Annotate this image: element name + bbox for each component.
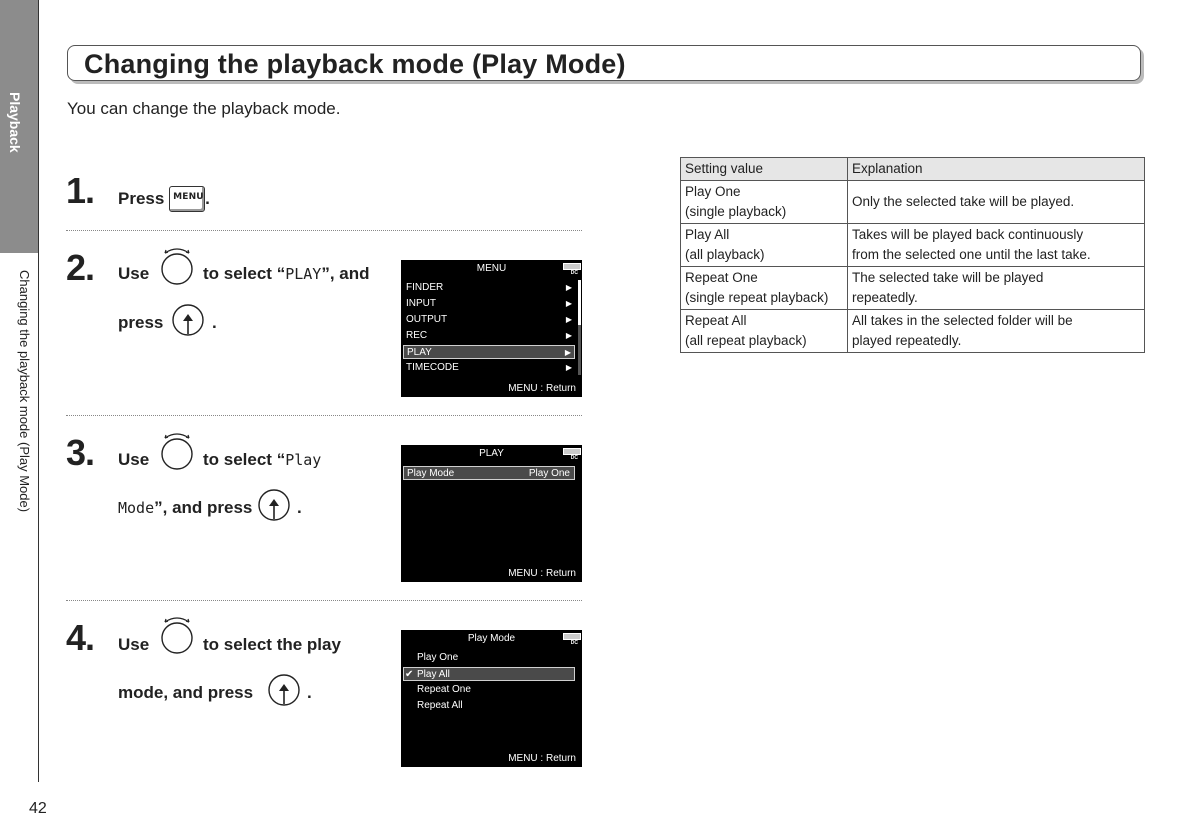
lcd-title: Play Mode	[467, 633, 516, 644]
lcd-footer: MENU : Return	[508, 568, 576, 579]
battery-icon: DC	[562, 447, 581, 461]
step-4-number: 4.	[66, 617, 95, 658]
menu-key-label: MENU	[173, 192, 204, 202]
page-number: 42	[29, 800, 47, 817]
step-2-select-b: ”, and	[321, 264, 370, 283]
settings-table: Setting value Explanation Play One(singl…	[680, 157, 1145, 353]
step-3-number: 3.	[66, 432, 95, 473]
step-2-select-a: to select “	[203, 264, 286, 283]
step-4-use: Use	[118, 635, 150, 654]
step-2-number: 2.	[66, 247, 95, 288]
step-3-option-b: Mode	[118, 499, 155, 517]
play-arrow-icon: ▶	[565, 363, 572, 372]
lcd-menu-item: REC▶	[406, 330, 572, 341]
battery-icon: DC	[562, 262, 581, 276]
battery-icon: DC	[562, 632, 581, 646]
step-divider	[66, 230, 582, 231]
lcd-menu-item: OUTPUT▶	[406, 314, 572, 325]
step-3-option-a: Play	[285, 451, 322, 469]
lcd-footer: MENU : Return	[508, 753, 576, 764]
lcd-footer: MENU : Return	[508, 383, 576, 394]
step-2-period: .	[212, 313, 217, 332]
battery-label: DC	[570, 455, 578, 461]
table-cell-explanation: All takes in the selected folder will be…	[847, 309, 1145, 353]
table-header-setting: Setting value	[680, 157, 848, 181]
battery-label: DC	[570, 640, 578, 646]
step-2-select-text: to select “PLAY”, and	[203, 264, 370, 284]
step-4-period: .	[307, 683, 312, 702]
lcd-option: Play One	[417, 652, 459, 663]
rotary-dial-icon	[161, 248, 193, 285]
step-3-select-b: ”, and press	[154, 498, 253, 517]
lcd-play-mode-screen: Play Mode DC Play One ✔Play All Repeat O…	[401, 630, 582, 767]
side-tab-label: Playback	[7, 92, 23, 153]
lcd-scrollbar-track	[578, 280, 581, 375]
side-divider-line	[38, 0, 39, 782]
table-row: Repeat One(single repeat playback) The s…	[680, 266, 1145, 310]
table-cell-explanation: Only the selected take will be played.	[847, 180, 1145, 224]
lcd-option: Repeat One	[417, 684, 471, 695]
step-3-select-text: to select “Play	[203, 450, 321, 470]
side-section-label: Changing the playback mode (Play Mode)	[17, 270, 32, 513]
table-cell-setting: Play One(single playback)	[680, 180, 848, 224]
play-arrow-icon: ▶	[565, 299, 572, 308]
lcd-menu-item: TIMECODE▶	[406, 362, 572, 373]
checkmark-icon: ✔	[405, 669, 414, 680]
press-dial-icon	[268, 674, 300, 706]
rotary-dial-icon	[161, 433, 193, 470]
step-2-option: PLAY	[285, 265, 322, 283]
table-cell-setting: Repeat One(single repeat playback)	[680, 266, 848, 310]
table-cell-setting: Repeat All(all repeat playback)	[680, 309, 848, 353]
step-3-line2: Mode”, and press	[118, 498, 252, 518]
step-2-press: press	[118, 313, 164, 332]
step-divider	[66, 600, 582, 601]
lcd-option: Repeat All	[417, 700, 463, 711]
step-3-period: .	[297, 498, 302, 517]
lcd-scrollbar-thumb	[578, 280, 581, 325]
lcd-menu-item-selected: PLAY▶	[403, 345, 575, 359]
battery-label: DC	[570, 270, 578, 276]
side-tab: Playback	[0, 0, 38, 253]
step-4-select-text: to select the play	[203, 635, 341, 654]
play-arrow-icon: ▶	[564, 348, 571, 357]
step-2-use: Use	[118, 264, 150, 283]
lcd-title: PLAY	[479, 448, 504, 459]
step-1-press-label: Press	[118, 189, 165, 208]
title-box: Changing the playback mode (Play Mode)	[67, 45, 1141, 81]
step-3-select-a: to select “	[203, 450, 286, 469]
rotary-dial-icon	[161, 617, 193, 654]
step-divider	[66, 415, 582, 416]
step-3-use: Use	[118, 450, 150, 469]
lcd-menu-item: FINDER▶	[406, 282, 572, 293]
press-dial-icon	[172, 304, 204, 336]
lcd-title: MENU	[476, 263, 507, 274]
play-arrow-icon: ▶	[565, 315, 572, 324]
table-row: Repeat All(all repeat playback) All take…	[680, 309, 1145, 353]
page-title: Changing the playback mode (Play Mode)	[84, 49, 626, 79]
table-cell-setting: Play All(all playback)	[680, 223, 848, 267]
step-4-line2: mode, and press	[118, 683, 254, 702]
table-row: Play One(single playback) Only the selec…	[680, 180, 1145, 224]
table-row: Play All(all playback) Takes will be pla…	[680, 223, 1145, 267]
table-header-row: Setting value Explanation	[680, 157, 1145, 181]
step-1-text: Press MENU.	[118, 186, 210, 212]
step-1-number: 1.	[66, 170, 95, 211]
lcd-menu-screen: MENU DC FINDER▶ INPUT▶ OUTPUT▶ REC▶ PLAY…	[401, 260, 582, 397]
lcd-option-selected: ✔Play All	[403, 667, 575, 681]
table-header-explanation: Explanation	[847, 157, 1145, 181]
press-dial-icon	[258, 489, 290, 521]
intro-text: You can change the playback mode.	[67, 99, 341, 118]
step-1-period: .	[205, 189, 210, 208]
play-arrow-icon: ▶	[565, 283, 572, 292]
lcd-menu-item: INPUT▶	[406, 298, 572, 309]
menu-key-icon: MENU	[169, 186, 206, 212]
play-arrow-icon: ▶	[565, 331, 572, 340]
